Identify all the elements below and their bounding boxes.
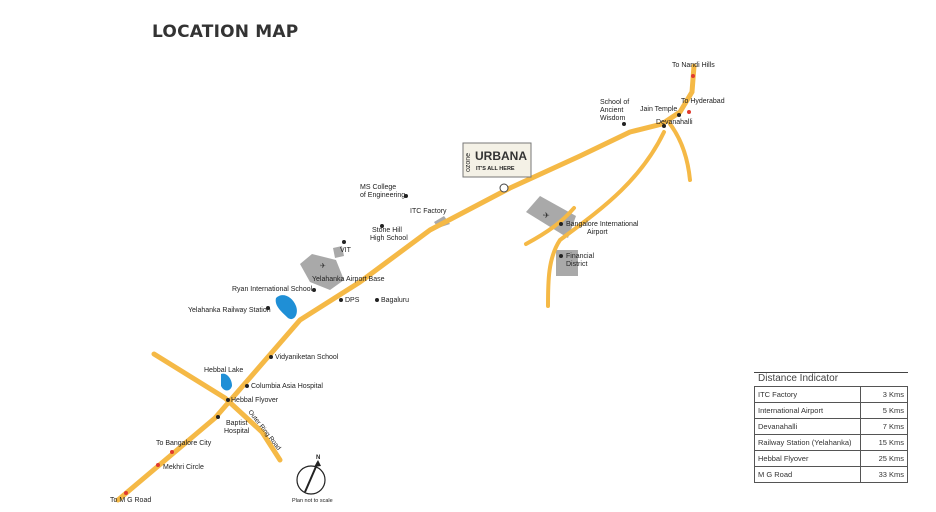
airport-zone — [526, 196, 576, 238]
brand-name: URBANA — [475, 149, 527, 163]
label-airport-2: Airport — [587, 229, 608, 236]
main-highway — [115, 63, 697, 503]
label-nandi: To Nandi Hills — [672, 62, 715, 69]
label-ms-2: of Engineering — [360, 192, 405, 199]
label-vidya: Vidyaniketan School — [275, 354, 339, 361]
columbia-dot — [245, 384, 249, 388]
label-ryan: Ryan International School — [232, 286, 313, 293]
page-title: LOCATION MAP — [152, 22, 299, 42]
label-yel-base: Yelahanka Airport Base — [312, 276, 385, 283]
label-city: To Bangalore City — [156, 440, 212, 447]
project-location-marker — [499, 183, 509, 193]
label-fin-1: Financial — [566, 253, 594, 260]
baptist-dot — [216, 415, 220, 419]
airport-dot — [559, 222, 563, 226]
label-dps: DPS — [345, 297, 360, 304]
label-baptist-1: Baptist — [226, 420, 247, 427]
vidya-dot — [269, 355, 273, 359]
orr-label: Outer Ring Road — [246, 409, 282, 452]
vit-dot — [342, 240, 346, 244]
label-stonehill-2: High School — [370, 235, 408, 242]
label-station: Yelahanka Railway Station — [188, 307, 271, 314]
label-school-3: Wisdom — [600, 115, 625, 122]
city-marker — [170, 450, 174, 454]
flyover-dot — [226, 398, 230, 402]
label-mgroad: To M G Road — [110, 497, 151, 504]
legend-heading: Distance Indicator — [754, 372, 908, 386]
mekhri-marker — [156, 463, 160, 467]
label-itc: ITC Factory — [410, 208, 447, 215]
hebbal-lake — [221, 373, 232, 391]
label-jain: Jain Temple — [640, 106, 677, 113]
compass-n: N — [316, 455, 320, 461]
label-devanahalli: Devanahalli — [656, 119, 693, 126]
legend-row: Railway Station (Yelahanka)15 Kms — [754, 434, 908, 451]
devanahalli-dot — [662, 124, 666, 128]
label-flyover: Hebbal Flyover — [231, 397, 279, 404]
hyderabad-road — [668, 122, 692, 182]
vit-zone — [333, 246, 344, 258]
ms-dot — [404, 194, 408, 198]
yelahanka-base-zone — [300, 254, 344, 290]
station-dot — [266, 306, 270, 310]
label-fin-2: District — [566, 261, 587, 268]
label-baptist-2: Hospital — [224, 428, 250, 435]
bagaluru-dot — [375, 298, 379, 302]
label-stonehill-1: Stone Hill — [372, 227, 402, 234]
airport-spur-road — [524, 206, 576, 246]
label-hyderabad: To Hyderabad — [681, 98, 725, 105]
brand-tagline: IT'S ALL HERE — [476, 166, 515, 172]
brand-vertical: ozone — [465, 153, 472, 172]
jain-dot — [677, 113, 681, 117]
label-school-1: School of — [600, 99, 629, 106]
outer-ring-road — [151, 351, 283, 463]
label-ms-1: MS College — [360, 184, 396, 191]
label-columbia: Columbia Asia Hospital — [251, 383, 323, 390]
dps-dot — [339, 298, 343, 302]
label-airport-1: Bangalore International — [566, 221, 639, 228]
compass-icon — [296, 460, 326, 495]
label-hebbal-lake: Hebbal Lake — [204, 367, 243, 374]
airport-plane-icon: ✈ — [543, 211, 550, 220]
nandi-marker — [691, 74, 695, 78]
hyderabad-marker — [687, 110, 691, 114]
label-mekhri: Mekhri Circle — [163, 464, 204, 471]
label-vit: VIT — [340, 247, 352, 254]
label-school-2: Ancient — [600, 107, 623, 114]
urbana-logo: ozone URBANA IT'S ALL HERE — [462, 142, 532, 193]
scale-note: Plan not to scale — [292, 498, 333, 504]
mgroad-marker — [124, 491, 128, 495]
base-plane-icon: ✈ — [320, 263, 326, 270]
stonehill-dot — [380, 224, 384, 228]
label-bagaluru: Bagaluru — [381, 297, 409, 304]
fin-dot — [559, 254, 563, 258]
airport-loop-road — [546, 130, 666, 308]
yelahanka-lake — [275, 295, 297, 320]
ryan-dot — [312, 288, 316, 292]
school-dot — [622, 122, 626, 126]
